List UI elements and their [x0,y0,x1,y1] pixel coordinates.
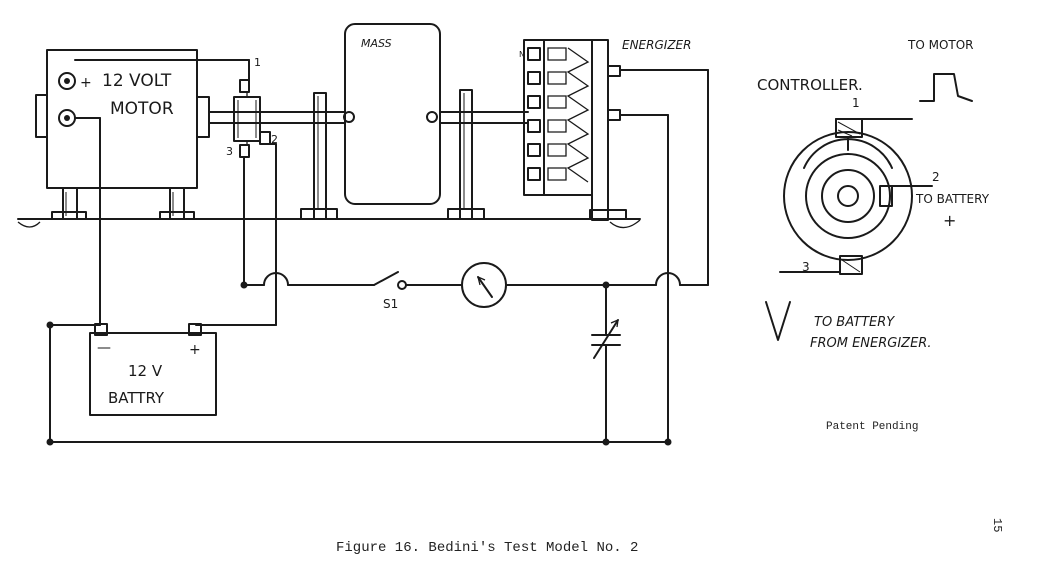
patent-pending-label: Patent Pending [826,421,918,433]
to-battery-label: TO BATTERY [915,192,990,206]
mass-flywheel [343,23,441,205]
figure-caption: Figure 16. Bedini's Test Model No. 2 [336,540,638,556]
battery [89,323,217,416]
motor [35,49,210,220]
commutator-terminal-1: 1 [254,56,261,69]
controller-terminal-1: 1 [852,96,860,110]
shaft-commutator [233,79,271,158]
to-motor-label: TO MOTOR [907,38,974,52]
mass-label: MASS [361,37,392,50]
controller-terminal-2: 2 [932,170,940,184]
battery-label-line2: BATTRY [108,389,165,407]
motor-plus-terminal-label: + [80,75,92,91]
base-ground-line [17,218,641,229]
controller-title: CONTROLLER. [757,76,863,94]
energizer [523,39,627,221]
note-line2: FROM ENERGIZER. [810,336,931,351]
energizer-spike-waveform [765,301,791,341]
to-motor-pulse-waveform [919,73,973,102]
note-line1: TO BATTERY [814,315,895,330]
motor-label-line2: MOTOR [110,99,174,119]
battery-minus-label: — [97,340,111,356]
wire-junctions [46,281,672,446]
bearing-supports [300,89,485,220]
battery-label-line1: 12 V [128,362,163,380]
switch-label: S1 [383,297,398,311]
battery-plus-label: + [189,342,201,358]
controller-disc [779,118,933,275]
motor-label-line1: 12 VOLT [102,71,172,91]
energizer-label: ENERGIZER [622,38,691,52]
controller-terminal-3: 3 [802,260,810,274]
coil-pole-label: N [519,50,525,59]
page-number: 15 [990,518,1004,532]
circuit-wires [49,59,709,443]
drive-shaft [208,111,529,124]
battery-plus-sign: + [943,211,956,230]
commutator-terminal-3: 3 [226,145,233,158]
commutator-terminal-2: 2 [271,133,278,146]
